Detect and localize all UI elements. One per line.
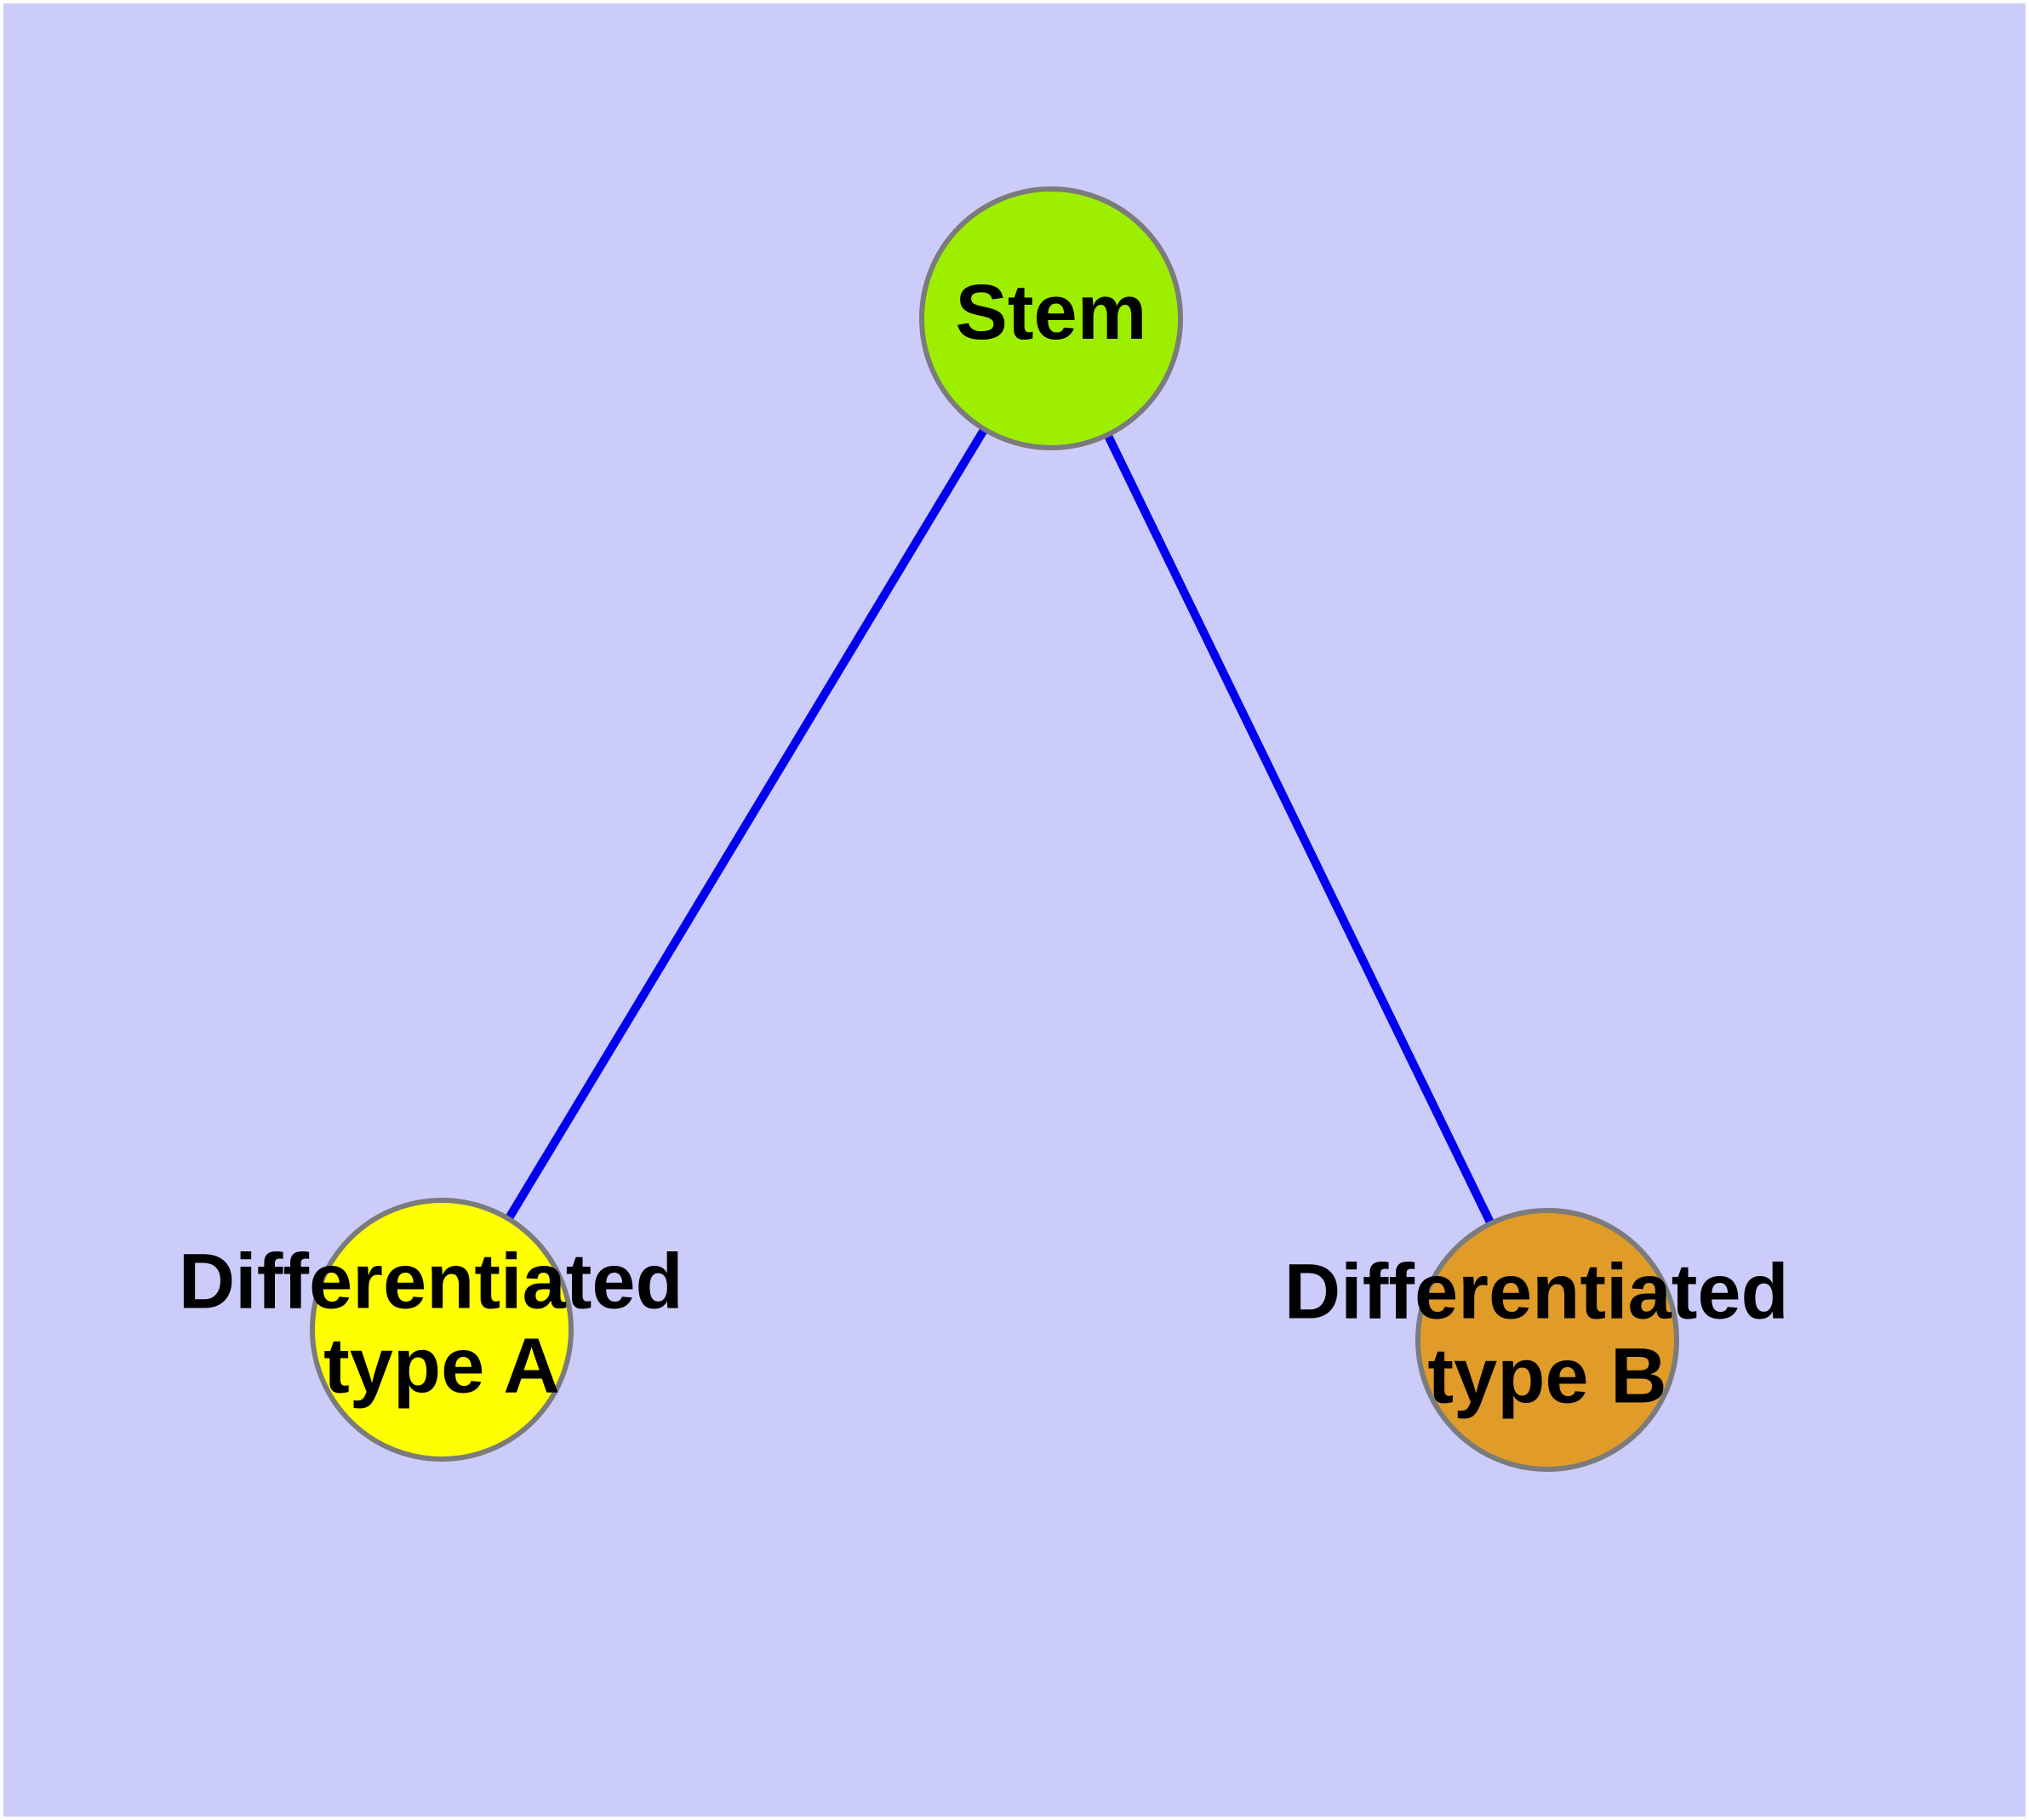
node-label-differentiated-type-a-line-1: Differentiated [179,1239,683,1325]
edge-stem-to-differentiated-type-b [1047,316,1552,1342]
node-label-stem-line-1: Stem [956,269,1147,356]
edge-stem-to-differentiated-type-a [437,316,1055,1332]
node-label-differentiated-type-a-line-2: type A [323,1323,560,1410]
node-differentiated-type-b[interactable]: Differentiated type B [1284,1208,1811,1472]
node-label-stem: Stem [956,269,1147,356]
node-label-differentiated-type-b-line-2: type B [1427,1333,1666,1420]
node-circle-differentiated-type-b[interactable] [1415,1208,1679,1472]
node-label-differentiated-type-b: Differentiated type B [1284,1249,1811,1420]
edge-layer [437,316,1552,1342]
node-label-differentiated-type-a: Differentiated type A [179,1239,706,1410]
node-circle-differentiated-type-a[interactable] [310,1198,574,1462]
node-layer: Stem Differentiated type A Differentiate… [179,186,1811,1472]
node-label-differentiated-type-b-line-1: Differentiated [1284,1249,1789,1336]
node-stem[interactable]: Stem [919,186,1183,450]
node-circle-stem[interactable] [919,186,1183,450]
node-differentiated-type-a[interactable]: Differentiated type A [179,1198,706,1462]
